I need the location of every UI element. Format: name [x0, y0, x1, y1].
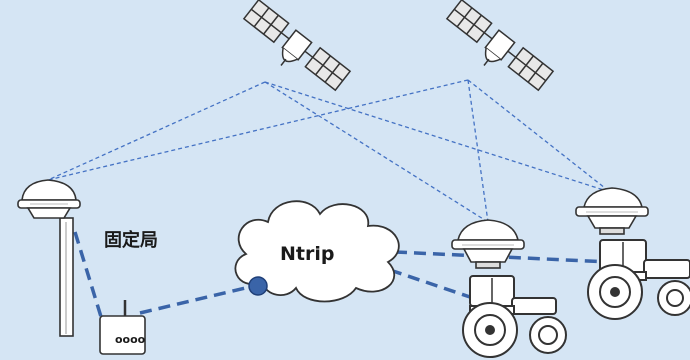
signal-line-sat1-rover2: [264, 81, 611, 193]
signal-line-sat2-rover2: [467, 79, 611, 193]
cloud-icon: [234, 200, 400, 303]
tractor-icon: [462, 275, 567, 358]
link-router-cloud: [139, 283, 259, 315]
cloud-connector-node: [248, 276, 268, 296]
gnss-antenna-icon: [451, 219, 525, 269]
satellite-icon: [242, 0, 352, 92]
satellite-signal-lines: [47, 79, 611, 223]
signal-line-sat1-base: [47, 81, 266, 181]
gnss-antenna-icon: [17, 179, 81, 219]
data-links: [73, 231, 611, 321]
satellite-icon: [445, 0, 555, 92]
signal-line-sat2-base: [47, 79, 469, 181]
router-label: oooo: [115, 333, 146, 346]
tractor-icon: [587, 239, 690, 320]
link-cloud-rover1: [389, 268, 471, 299]
link-base-router: [73, 231, 104, 321]
signal-line-sat2-rover1: [467, 79, 489, 223]
link-cloud-rover2: [394, 250, 611, 264]
signal-line-sat1-rover1: [264, 81, 489, 223]
base-station-label: 固定局: [104, 230, 158, 251]
gnss-antenna-icon: [575, 187, 649, 235]
ntrip-cloud-label: Ntrip: [280, 243, 335, 265]
base-station: [17, 179, 81, 337]
router-icon: [99, 300, 146, 355]
